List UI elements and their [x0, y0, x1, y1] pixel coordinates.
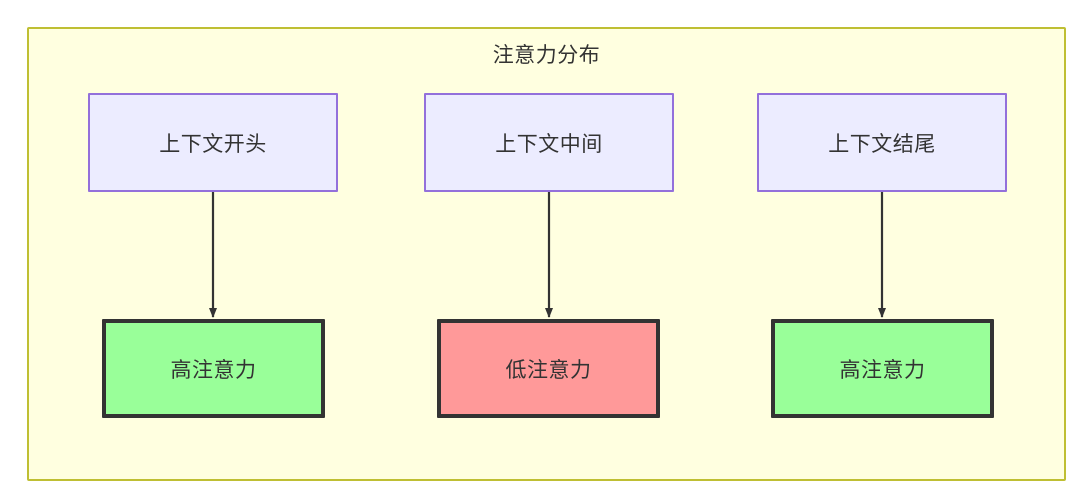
node-attention-high-end-label: 高注意力 [839, 358, 926, 382]
node-context-start-label: 上下文开头 [159, 132, 267, 156]
node-attention-low-middle[interactable]: 低注意力 [437, 319, 660, 418]
node-attention-high-start-label: 高注意力 [170, 358, 257, 382]
node-attention-high-end[interactable]: 高注意力 [771, 319, 994, 418]
node-context-start[interactable]: 上下文开头 [88, 93, 338, 192]
node-attention-low-middle-label: 低注意力 [505, 358, 592, 382]
node-attention-high-start[interactable]: 高注意力 [102, 319, 325, 418]
subgraph-title: 注意力分布 [492, 44, 601, 67]
node-context-end-label: 上下文结尾 [828, 132, 936, 156]
node-context-end[interactable]: 上下文结尾 [757, 93, 1007, 192]
node-context-middle-label: 上下文中间 [495, 132, 603, 156]
node-context-middle[interactable]: 上下文中间 [424, 93, 674, 192]
